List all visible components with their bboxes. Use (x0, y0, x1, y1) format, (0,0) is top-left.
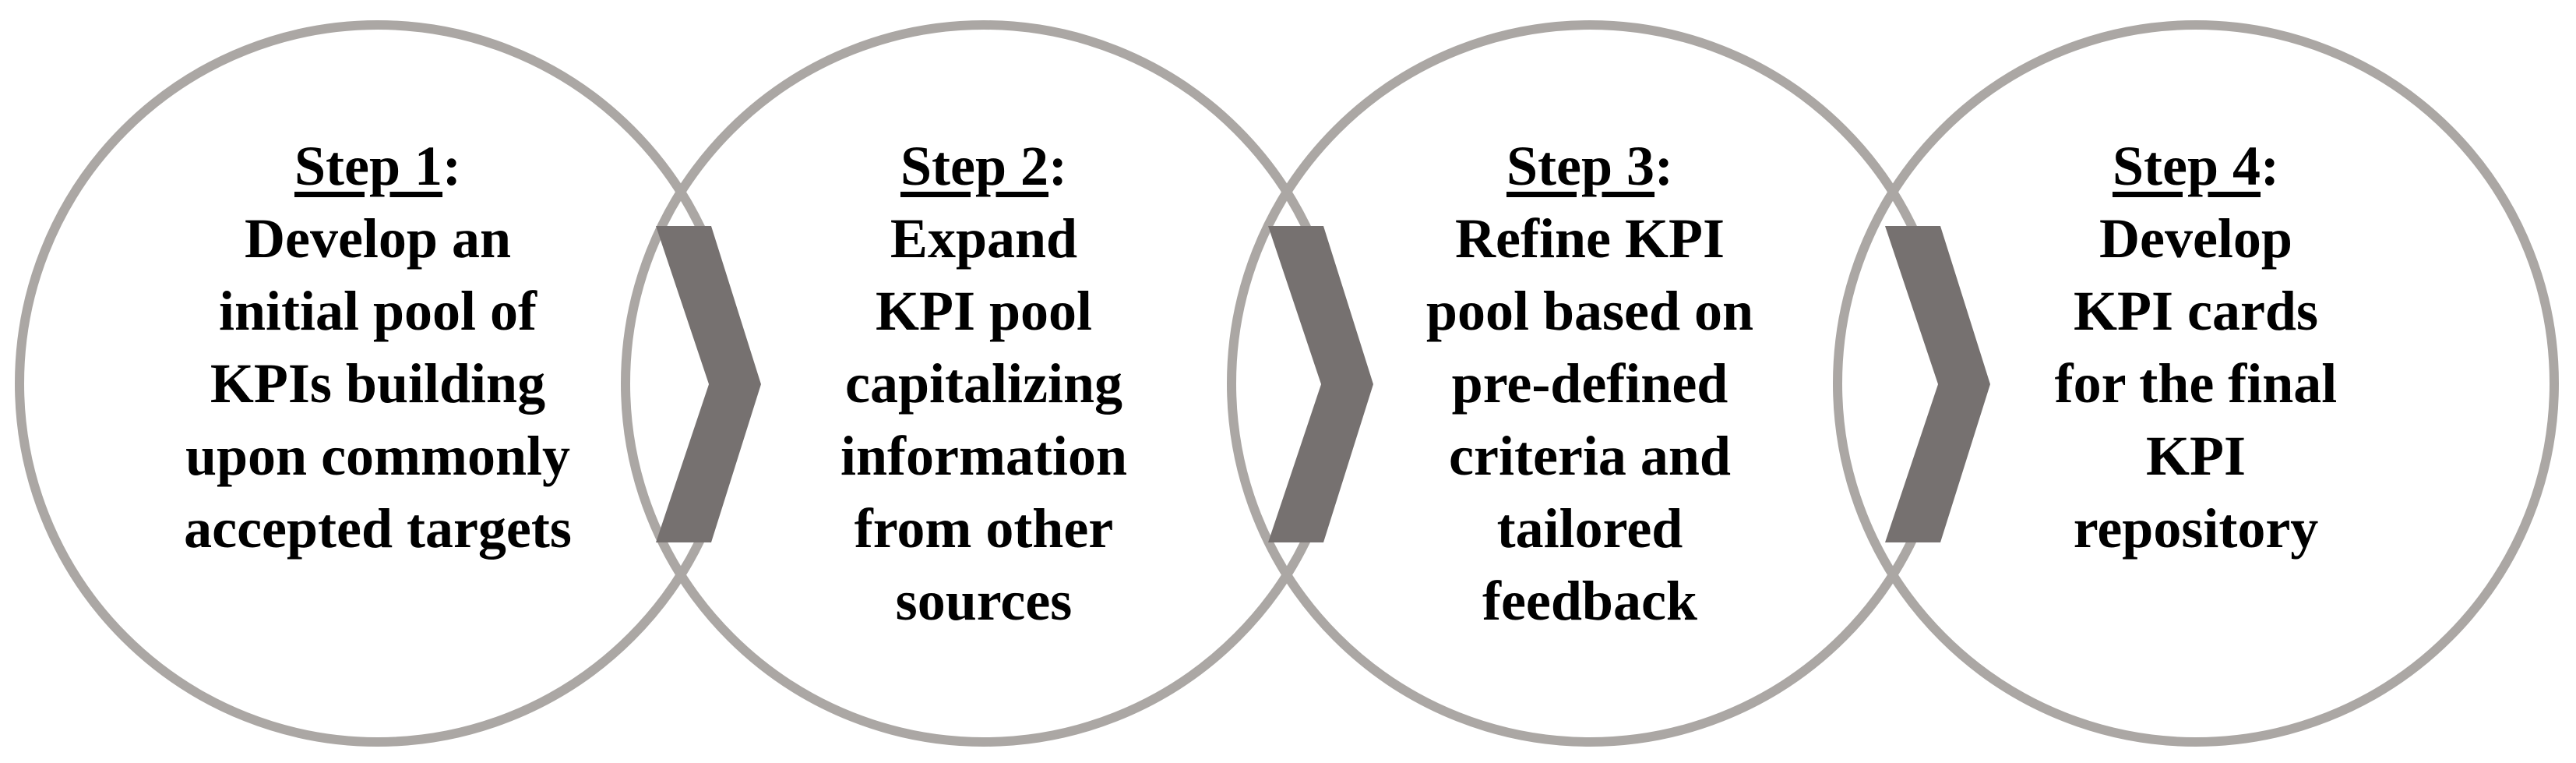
step-2-text: Step 2: Expand KPI pool capitalizing inf… (735, 130, 1233, 638)
step-1-colon: : (442, 135, 461, 197)
step-2-line-6: sources (895, 570, 1073, 632)
step-2-colon: : (1048, 135, 1067, 197)
step-2-label: Step 2 (900, 135, 1049, 197)
step-1-line-3: KPIs building (210, 352, 546, 415)
step-1-line-4: upon commonly (185, 425, 571, 487)
step-2-line-5: from other (854, 497, 1114, 560)
step-3-line-2: pool based on (1425, 280, 1754, 342)
step-3-line-1: Refine KPI (1455, 207, 1725, 270)
step-1-line-5: accepted targets (184, 497, 572, 560)
step-1-heading: Step 1: (129, 130, 627, 203)
step-4-text: Step 4: Develop KPI cards for the final … (1947, 130, 2445, 565)
step-3-line-5: tailored (1496, 497, 1683, 560)
step-4-colon: : (2261, 135, 2279, 197)
step-2-line-3: capitalizing (845, 352, 1122, 415)
step-2-line-2: KPI pool (875, 280, 1093, 342)
step-3-heading: Step 3: (1341, 130, 1839, 203)
step-4-line-4: KPI (2145, 425, 2246, 487)
step-4-line-1: Develop (2099, 207, 2292, 270)
step-3-line-4: criteria and (1449, 425, 1731, 487)
step-1-text: Step 1: Develop an initial pool of KPIs … (129, 130, 627, 565)
step-3-colon: : (1654, 135, 1673, 197)
step-3-line-3: pre-defined (1451, 352, 1728, 415)
step-1-line-1: Develop an (245, 207, 511, 270)
step-4-heading: Step 4: (1947, 130, 2445, 203)
step-4-line-3: for the final (2054, 352, 2338, 415)
step-1-line-2: initial pool of (218, 280, 537, 342)
step-3-line-6: feedback (1482, 570, 1697, 632)
step-1-label: Step 1 (294, 135, 443, 197)
step-3-text: Step 3: Refine KPI pool based on pre-def… (1341, 130, 1839, 638)
step-4-line-2: KPI cards (2074, 280, 2318, 342)
step-1-circle: Step 1: Develop an initial pool of KPIs … (15, 20, 741, 747)
step-4-label: Step 4 (2112, 135, 2261, 197)
step-2-heading: Step 2: (735, 130, 1233, 203)
step-2-line-4: information (840, 425, 1127, 487)
step-4-line-5: repository (2073, 497, 2319, 560)
step-2-line-1: Expand (890, 207, 1078, 270)
step-3-label: Step 3 (1506, 135, 1655, 197)
